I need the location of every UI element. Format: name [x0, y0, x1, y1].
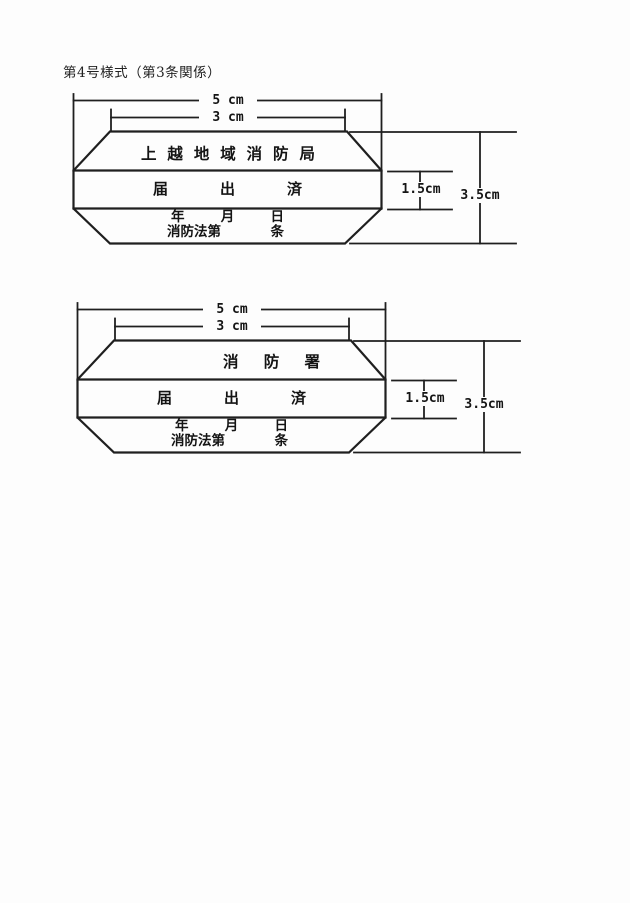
- law-article-label: 消防法第: [167, 224, 221, 240]
- stamp-law-row: 消防法第 条: [167, 224, 285, 240]
- height-extension-lines: [353, 340, 521, 454]
- band-height-label: 1.5cm: [396, 391, 454, 406]
- stamp-octagon-outline: [72, 130, 383, 245]
- stamp-octagon-outline: [76, 339, 387, 454]
- band-height-label: 1.5cm: [392, 182, 450, 197]
- fire-bureau-stamp-diagram: 5 cm 3 cm 1.5cm 3.5cm 上越地域消防局 届出済 年月日 消防…: [60, 90, 590, 255]
- total-height-label: 3.5cm: [451, 188, 509, 203]
- stamp-status-text: 届出済: [153, 180, 302, 198]
- total-height-label: 3.5cm: [455, 397, 513, 412]
- law-article-suffix: 条: [270, 224, 285, 240]
- outer-width-label: 5 cm: [203, 302, 261, 317]
- outer-width-label: 5 cm: [199, 93, 257, 108]
- stamp-date-row: 年月日: [171, 209, 284, 225]
- band-divider-lines: [72, 169, 383, 210]
- band-divider-lines: [76, 378, 387, 419]
- stamp-outline-drawing: [72, 93, 517, 245]
- stamp-organization-name: 消防署: [223, 352, 320, 371]
- stamp-date-row: 年月日: [175, 418, 288, 434]
- stamp-status-text: 届出済: [157, 389, 306, 407]
- stamp-organization-name: 上越地域消防局: [141, 144, 315, 163]
- stamp-law-row: 消防法第 条: [171, 433, 289, 449]
- inner-width-label: 3 cm: [199, 110, 257, 125]
- form-title: 第4号様式（第3条関係）: [63, 65, 222, 81]
- inner-width-label: 3 cm: [203, 319, 261, 334]
- law-article-suffix: 条: [274, 433, 289, 449]
- height-extension-lines: [349, 131, 517, 245]
- law-article-label: 消防法第: [171, 433, 225, 449]
- stamp-outline-drawing: [76, 302, 521, 454]
- fire-station-stamp-diagram: 5 cm 3 cm 1.5cm 3.5cm 消防署 届出済 年月日 消防法第 条: [64, 299, 594, 464]
